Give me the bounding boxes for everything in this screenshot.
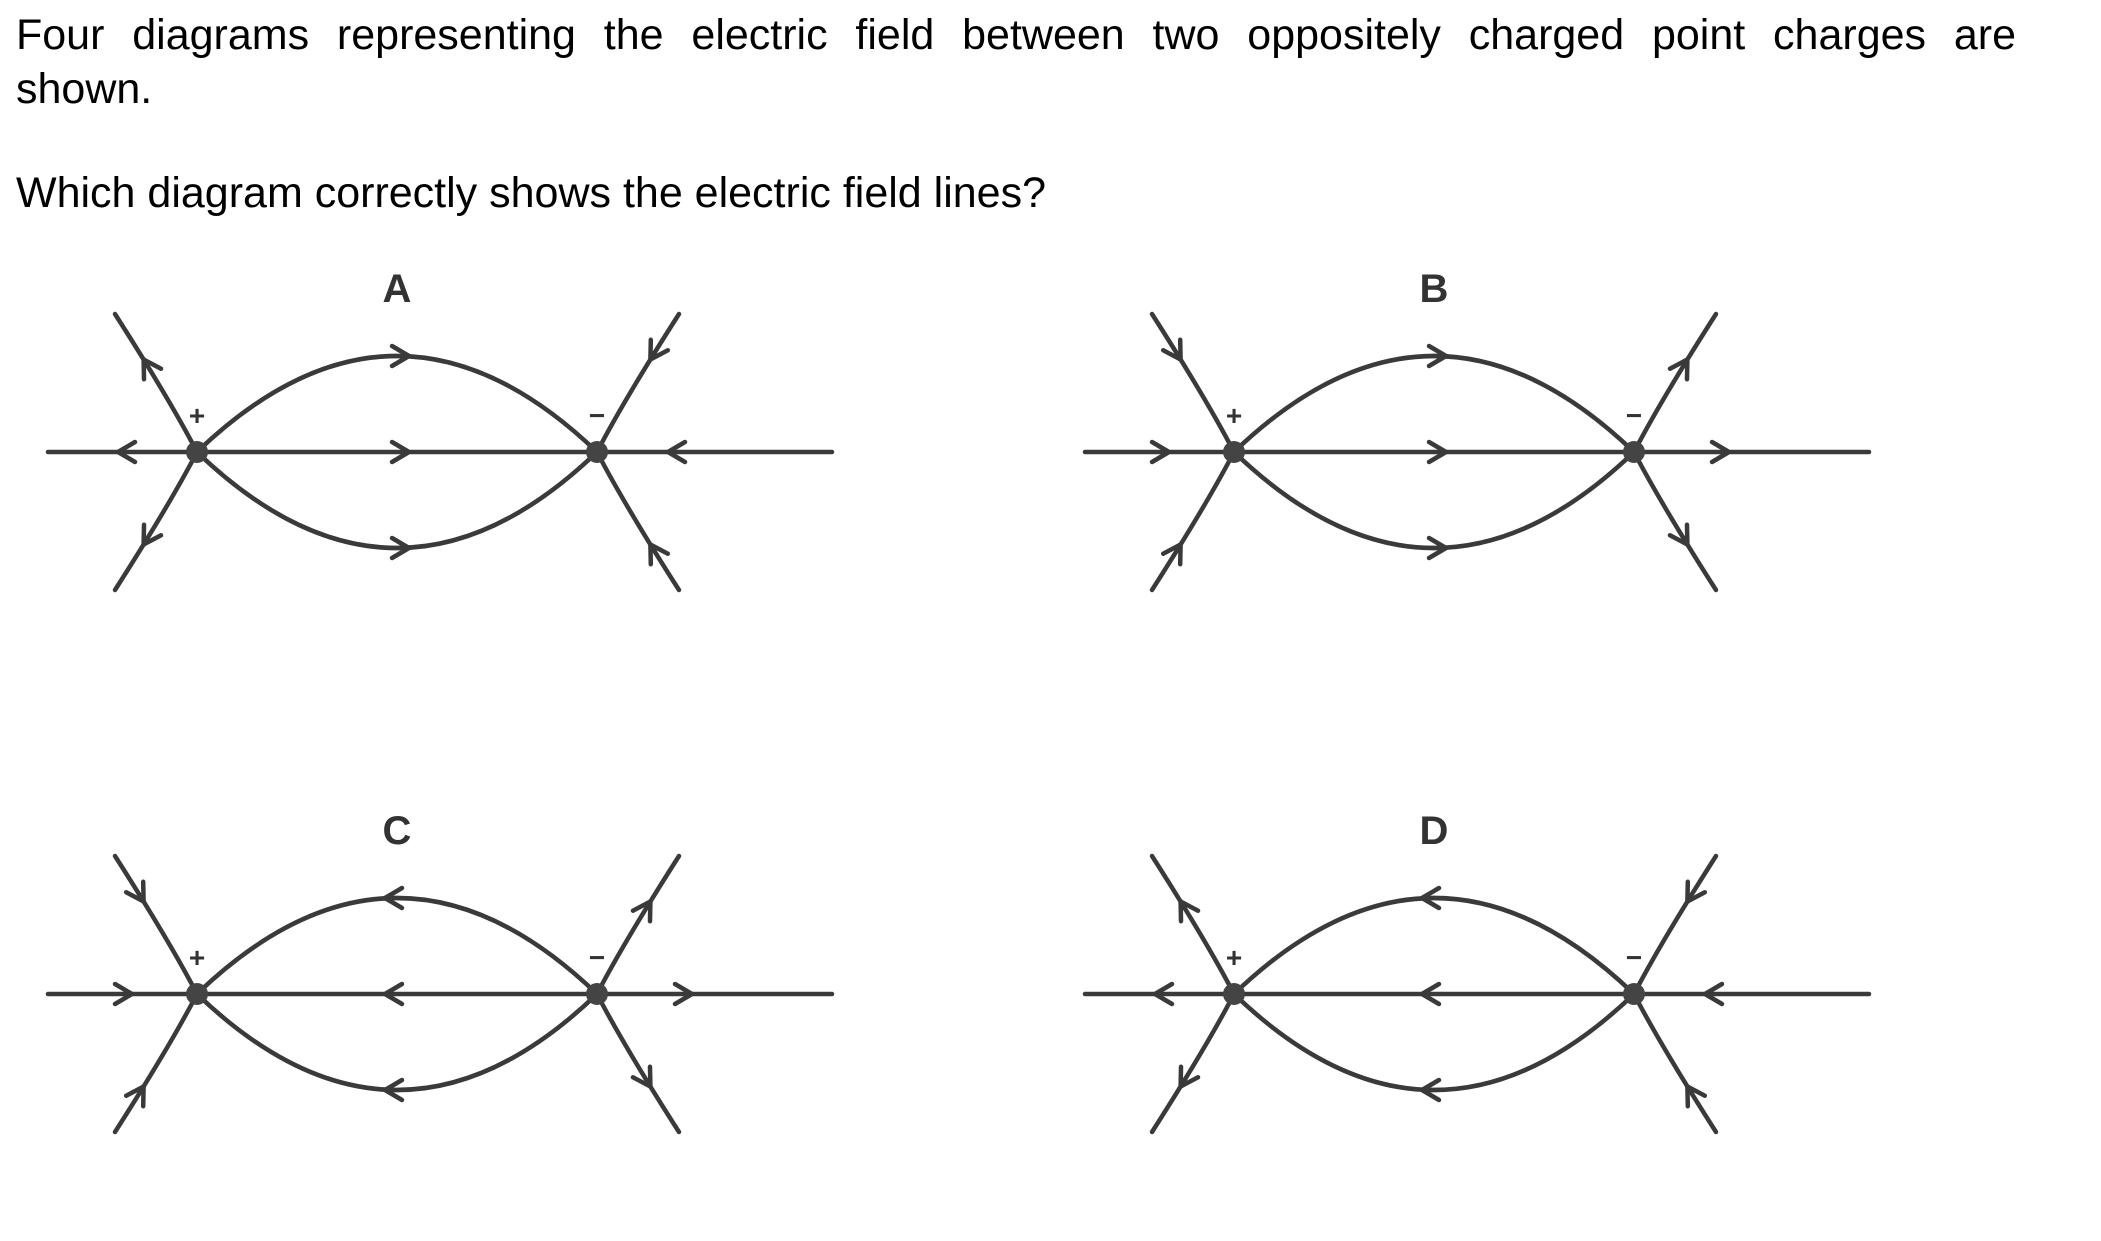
negative-lower-arrow <box>648 542 671 567</box>
positive-lower-arrow <box>1160 542 1183 567</box>
question-text: Four diagrams representing the electric … <box>16 8 2016 116</box>
option-label-d: D <box>1420 809 1449 853</box>
negative-lower-arrow <box>630 1064 653 1089</box>
negative-lower-outer-line <box>594 449 682 593</box>
upper-arc-field-line <box>194 353 600 455</box>
negative-sign: − <box>589 942 605 973</box>
positive-charge <box>1223 983 1245 1005</box>
option-label-c: C <box>383 809 412 853</box>
positive-lower-outer-line <box>1149 449 1237 593</box>
axis-right-arrow <box>672 981 695 1007</box>
positive-sign: + <box>1226 942 1242 973</box>
upper-arc-field-line <box>1231 895 1637 997</box>
axis-middle-arrow <box>1426 439 1449 465</box>
axis-middle-arrow <box>389 439 412 465</box>
question-line-1: Four diagrams representing the electric … <box>16 11 2016 59</box>
option-label-b: B <box>1420 267 1449 311</box>
positive-charge <box>1223 441 1245 463</box>
negative-lower-arrow <box>1667 522 1690 547</box>
diagram-option-c[interactable]: C + − <box>40 809 920 1222</box>
negative-charge <box>586 441 608 463</box>
axis-left-arrow <box>115 439 138 465</box>
negative-upper-outer-line <box>1631 311 1719 455</box>
axis-right-arrow <box>665 439 688 465</box>
option-label-a: A <box>383 267 412 311</box>
positive-sign: + <box>189 942 205 973</box>
upper-arc-field-line <box>194 895 600 997</box>
axis-left-arrow <box>1152 981 1175 1007</box>
diagram-b-svg: B + − <box>1082 267 1872 593</box>
negative-upper-arrow <box>648 337 671 362</box>
upper-arc-arrow <box>389 343 412 369</box>
positive-sign: + <box>1226 400 1242 431</box>
lower-arc-field-line <box>194 449 600 551</box>
diagram-d-svg: D + − <box>1082 809 1872 1135</box>
upper-arc-arrow <box>1419 885 1442 911</box>
positive-upper-arrow <box>1160 337 1183 362</box>
question-prompt: Which diagram correctly shows the electr… <box>16 169 1047 217</box>
negative-upper-outer-line <box>594 311 682 455</box>
positive-lower-outer-line <box>112 991 200 1135</box>
axis-middle-arrow <box>1419 981 1442 1007</box>
upper-arc-field-line <box>1231 353 1637 455</box>
positive-upper-arrow <box>1178 899 1201 924</box>
negative-lower-outer-line <box>1631 449 1719 593</box>
positive-charge <box>186 441 208 463</box>
diagram-option-d[interactable]: D + − <box>1077 809 1957 1222</box>
positive-upper-arrow <box>141 357 164 382</box>
positive-lower-arrow <box>1178 1064 1201 1089</box>
negative-sign: − <box>1626 942 1642 973</box>
negative-sign: − <box>589 400 605 431</box>
diagram-option-a[interactable]: A + − <box>40 267 920 680</box>
upper-arc-arrow <box>1426 343 1449 369</box>
positive-upper-outer-line <box>112 311 200 455</box>
upper-arc-arrow <box>382 885 405 911</box>
positive-upper-outer-line <box>1149 853 1237 997</box>
lower-arc-arrow <box>1419 1077 1442 1103</box>
lower-arc-arrow <box>389 535 412 561</box>
lower-arc-arrow <box>1426 535 1449 561</box>
axis-middle-arrow <box>382 981 405 1007</box>
diagram-a-svg: A + − <box>45 267 835 593</box>
positive-charge <box>186 983 208 1005</box>
positive-upper-outer-line <box>1149 311 1237 455</box>
lower-arc-arrow <box>382 1077 405 1103</box>
positive-lower-outer-line <box>1149 991 1237 1135</box>
negative-lower-arrow <box>1685 1084 1708 1109</box>
axis-right-arrow <box>1709 439 1732 465</box>
axis-left-arrow <box>112 981 135 1007</box>
negative-sign: − <box>1626 400 1642 431</box>
positive-lower-outer-line <box>112 449 200 593</box>
negative-lower-outer-line <box>594 991 682 1135</box>
axis-right-arrow <box>1702 981 1725 1007</box>
positive-sign: + <box>189 400 205 431</box>
positive-upper-outer-line <box>112 853 200 997</box>
diagram-option-b[interactable]: B + − <box>1077 267 1957 680</box>
negative-upper-outer-line <box>1631 853 1719 997</box>
diagram-c-svg: C + − <box>45 809 835 1135</box>
axis-left-arrow <box>1149 439 1172 465</box>
negative-upper-outer-line <box>594 853 682 997</box>
negative-lower-outer-line <box>1631 991 1719 1135</box>
negative-charge <box>1623 983 1645 1005</box>
positive-lower-arrow <box>141 522 164 547</box>
question-line-2: shown. <box>16 65 153 113</box>
negative-charge <box>586 983 608 1005</box>
positive-lower-arrow <box>123 1084 146 1109</box>
negative-upper-arrow <box>1667 357 1690 382</box>
lower-arc-field-line <box>1231 449 1637 551</box>
negative-upper-arrow <box>1685 879 1708 904</box>
positive-upper-arrow <box>123 879 146 904</box>
lower-arc-field-line <box>1231 991 1637 1093</box>
negative-charge <box>1623 441 1645 463</box>
negative-upper-arrow <box>630 899 653 924</box>
lower-arc-field-line <box>194 991 600 1093</box>
